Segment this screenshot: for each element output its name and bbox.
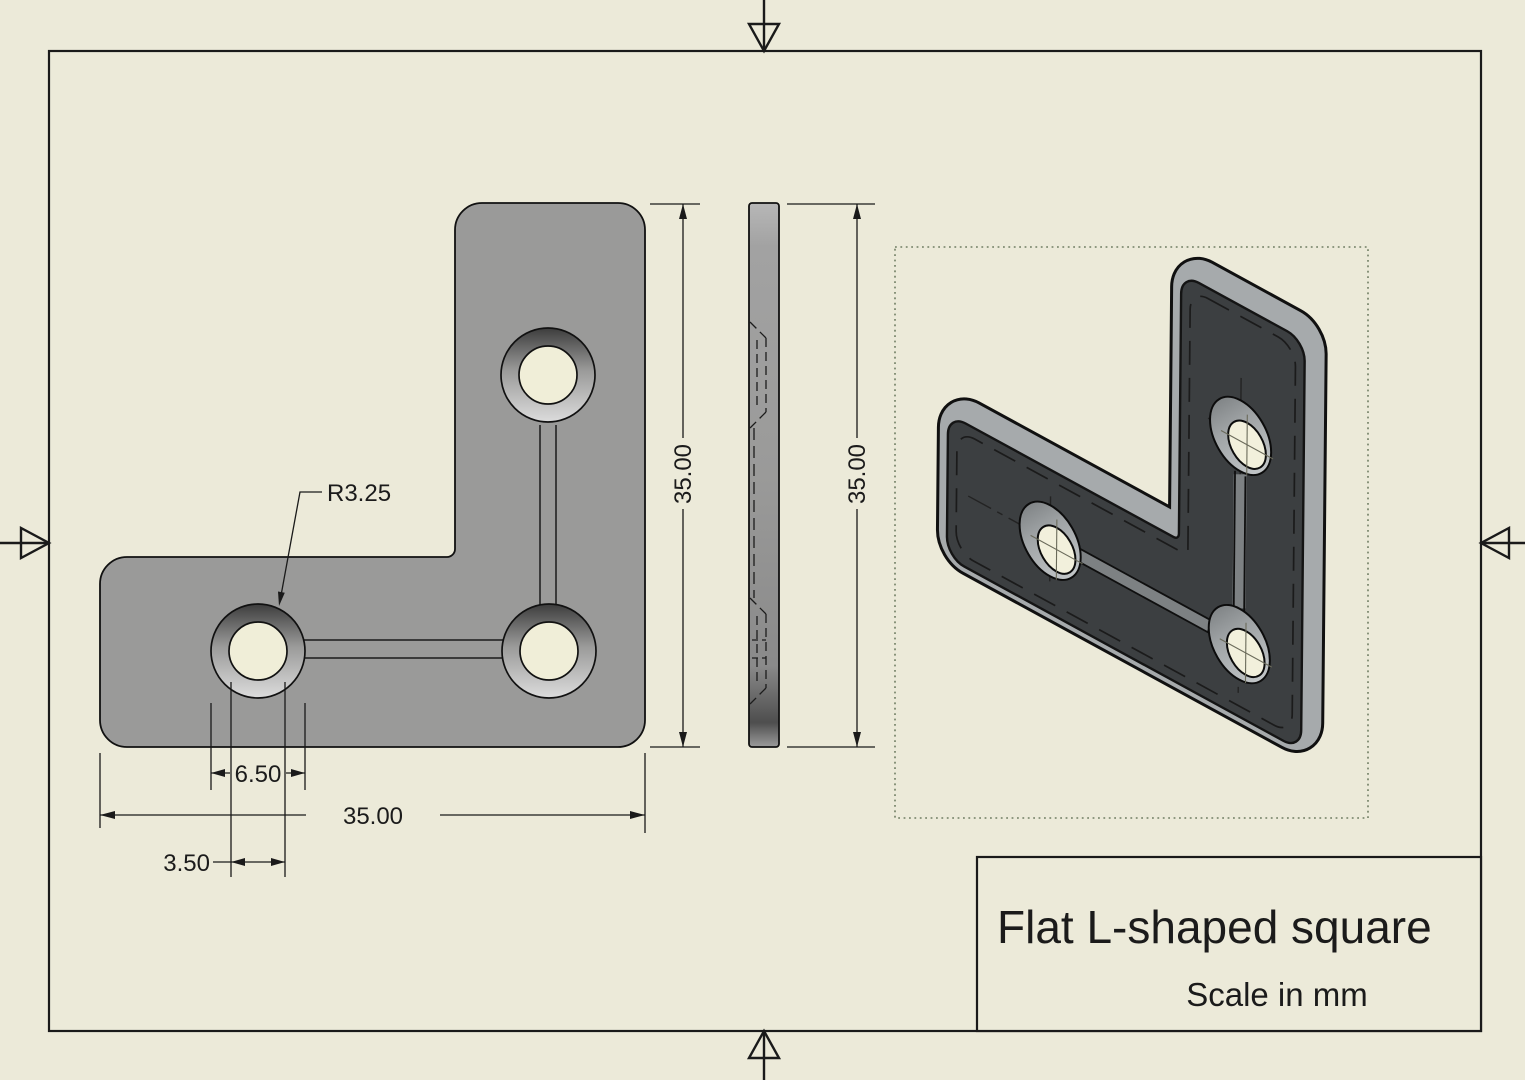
center-mark-top [746,0,782,54]
iso-view[interactable] [894,140,1369,819]
iso-selection-border [894,246,1369,819]
dim-boss-diameter: 6.50 [210,703,306,790]
dim-side-height: 35.00 [787,203,875,748]
dim-fillet-radius: R3.25 [278,480,391,606]
dim-hole-offset-label: 3.50 [163,850,210,877]
dim-hole-offset: 3.50 [163,682,286,877]
front-hole-bottom-left [210,603,306,699]
iso-hole-bottom-right [1208,592,1272,697]
dim-side-height-label: 35.00 [844,444,871,504]
dim-overall-width: 35.00 [99,753,646,833]
iso-hole-bottom-left [1019,489,1083,594]
front-hole-top [500,327,596,423]
front-grooves [300,425,557,659]
dim-fillet-radius-label: R3.25 [327,480,391,507]
front-hole-bottom-right [501,603,597,699]
dim-front-height: 35.00 [650,203,700,748]
dim-front-height-label: 35.00 [670,444,697,504]
title-block: Flat L-shaped square Scale in mm [975,855,1483,1033]
drawing-scale-note: Scale in mm [1186,976,1368,1013]
iso-fillet-tangent-dashed [956,163,1296,735]
center-mark-left [0,525,52,561]
side-hidden-lines [749,321,767,705]
iso-grooves [1077,386,1245,652]
side-part-outline [748,202,780,748]
iso-hole-top [1210,384,1274,489]
dim-boss-diameter-label: 6.50 [235,761,282,788]
side-view[interactable]: 35.00 [748,202,875,748]
center-mark-right [1478,525,1525,561]
front-view[interactable]: R3.25 35.00 6.50 [99,202,700,877]
dim-overall-width-label: 35.00 [343,803,403,830]
title-block-frame [975,855,1483,1033]
center-mark-bottom [746,1028,782,1080]
drawing-title: Flat L-shaped square [997,901,1432,953]
